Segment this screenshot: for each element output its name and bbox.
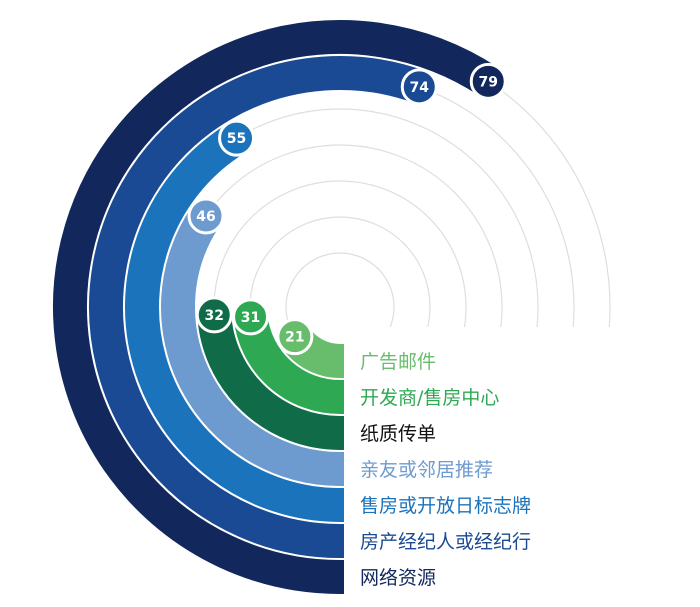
bar-arc [53,20,498,594]
category-label: 纸质传单 [360,423,436,445]
category-label: 售房或开放日标志牌 [360,495,531,517]
badge-circle [232,298,270,336]
value-badge: 55 [218,119,256,157]
value-badge: 74 [400,68,438,106]
value-badges: 79 74 55 46 32 31 21 [187,62,507,356]
bar-arc [89,56,425,558]
bar-arc [197,313,344,450]
category-label: 网络资源 [360,567,436,589]
value-badge: 46 [187,197,225,235]
bar-arc [161,206,344,486]
value-badge: 32 [195,296,233,334]
value-badge: 31 [232,298,270,336]
badge-value: 21 [285,330,304,346]
bar-arc [125,123,344,522]
badge-value: 79 [478,74,497,90]
value-badge: 79 [469,62,507,100]
badge-circle [195,296,233,334]
badge-value: 32 [205,308,224,324]
category-label: 广告邮件 [360,351,436,373]
value-badge: 21 [276,318,314,356]
badge-circle [469,62,507,100]
badge-value: 55 [227,131,246,147]
badge-circle [400,68,438,106]
badge-value: 31 [241,310,260,326]
category-label: 亲友或邻居推荐 [360,459,493,481]
badge-value: 74 [410,80,430,96]
badge-circle [218,119,256,157]
badge-circle [276,318,314,356]
badge-value: 46 [196,209,215,225]
badge-circle [187,197,225,235]
label-background [342,327,700,607]
category-label: 房产经纪人或经纪行 [360,531,531,553]
category-label: 开发商/售房中心 [360,387,499,409]
